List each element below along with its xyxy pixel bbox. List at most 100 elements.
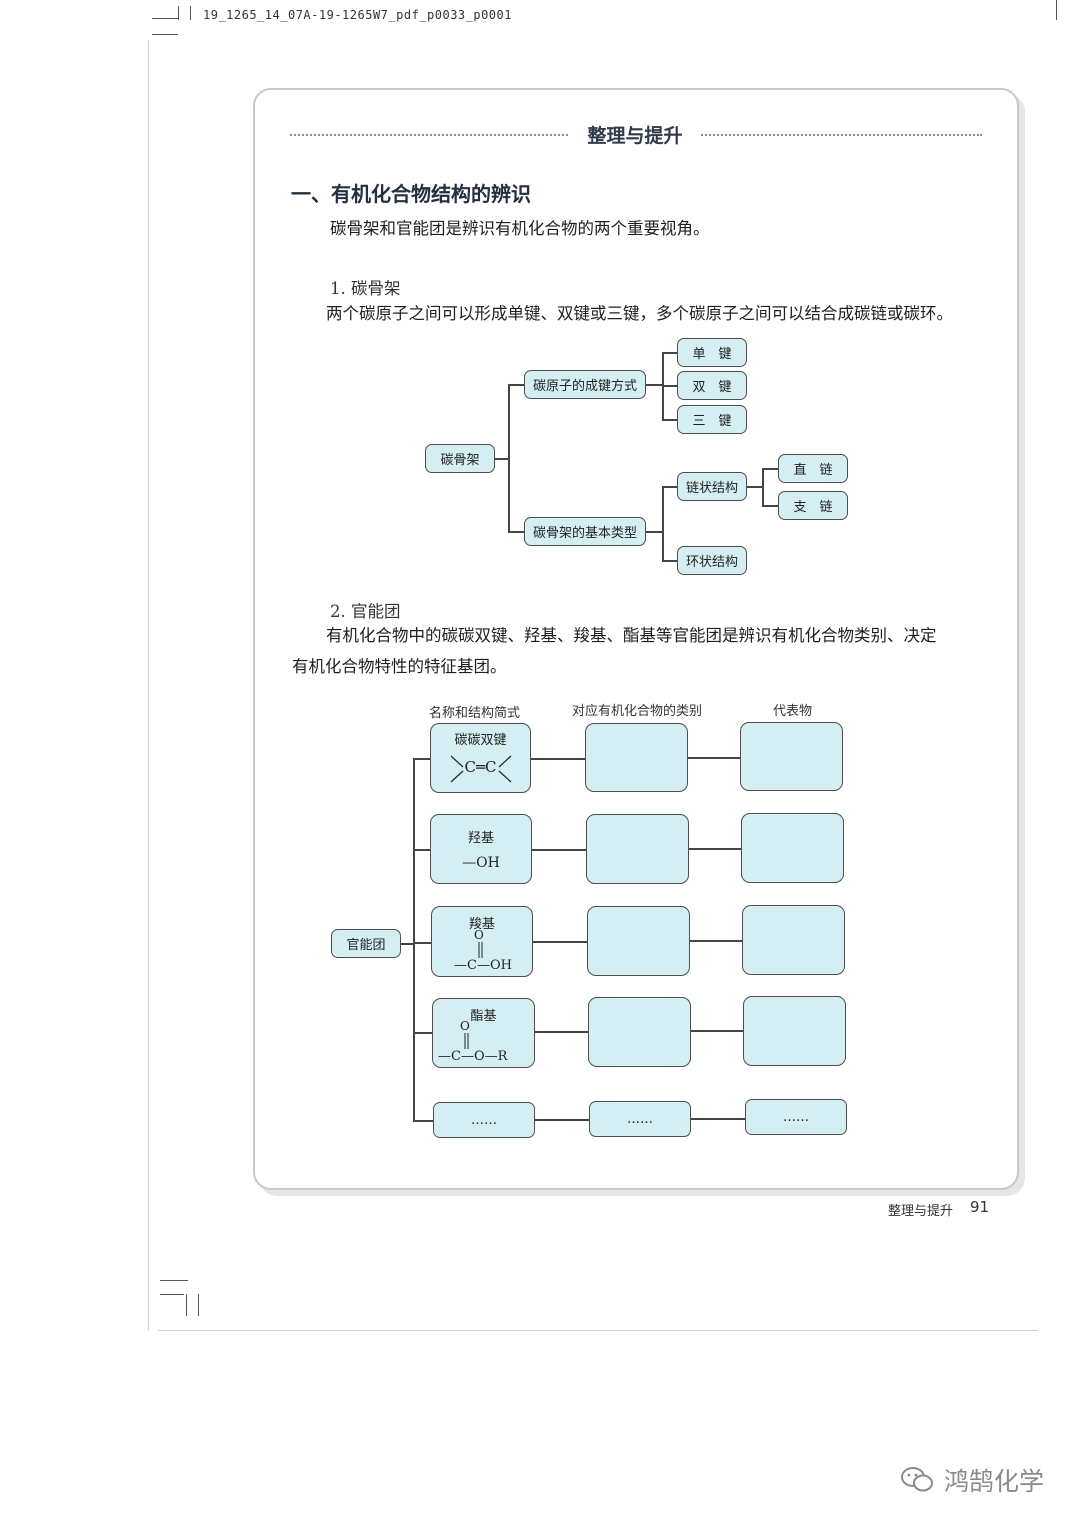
crop-mark: [1056, 0, 1057, 20]
crop-mark: [198, 1294, 199, 1316]
connector: [413, 1120, 433, 1122]
connector: [662, 419, 678, 421]
connector: [687, 757, 741, 759]
crop-mark: [152, 34, 178, 35]
subsection-text-functional-groups-line1: 有机化合物中的碳碳双键、羟基、羧基、酯基等官能团是辨识有机化合物类别、决定: [326, 626, 937, 645]
group-name-cc-double-bond: 碳碳双键: [454, 733, 507, 748]
group-name-carboxyl: 羧基: [468, 917, 495, 932]
connector: [691, 1118, 746, 1120]
connector: [535, 1119, 590, 1121]
connector: [508, 384, 525, 386]
connector: [762, 505, 778, 507]
watermark: 鸿鹄化学: [900, 1462, 1044, 1498]
node-double-bond: 双 键: [677, 371, 747, 400]
formula-hydroxyl: —OH: [462, 855, 500, 871]
cell-compound-class-2: [586, 814, 689, 884]
connector: [508, 531, 525, 533]
node-skeleton-types: 碳骨架的基本类型: [524, 517, 646, 546]
connector: [762, 468, 764, 506]
connector: [531, 758, 586, 760]
cell-representative-1: [740, 722, 843, 791]
page-edge-line: [148, 40, 149, 1330]
cell-compound-class-more: ……: [589, 1101, 691, 1137]
crop-mark: [190, 6, 191, 20]
cell-cc-double-bond: 碳碳双键 C═C: [430, 723, 531, 793]
connector: [662, 486, 678, 488]
node-triple-bond: 三 键: [677, 405, 747, 434]
connector: [413, 758, 430, 760]
group-name-hydroxyl: 羟基: [467, 831, 494, 846]
cell-compound-class-1: [585, 723, 688, 792]
connector: [646, 531, 662, 533]
cell-representative-more: ……: [745, 1099, 847, 1135]
formula-cc-double-bond: C═C: [464, 758, 497, 776]
connector: [690, 1030, 744, 1032]
ester-double-bond: [464, 1033, 469, 1049]
section-heading: 整理与提升: [570, 121, 700, 148]
connector: [662, 385, 678, 387]
cell-representative-3: [742, 905, 845, 975]
page-number: 91: [970, 1198, 990, 1216]
crop-mark: [178, 6, 179, 20]
connector: [508, 384, 510, 532]
node-carbon-skeleton: 碳骨架: [425, 444, 495, 473]
connector: [662, 560, 678, 562]
cc-double-bond-structure: [450, 755, 512, 783]
crop-mark: [160, 1280, 188, 1281]
connector: [532, 849, 587, 851]
connector: [534, 1031, 589, 1033]
connector: [646, 384, 662, 386]
node-branched-chain: 支 链: [778, 491, 848, 520]
connector: [413, 942, 431, 944]
crop-mark: [186, 1294, 187, 1316]
cell-ester: 酯基 O —C—O—R: [432, 998, 535, 1068]
node-bonding-modes: 碳原子的成键方式: [524, 370, 646, 399]
connector: [413, 758, 415, 1121]
crop-mark: [152, 18, 178, 19]
heading-dotted-rule-right: [698, 134, 982, 136]
wechat-icon: [901, 1467, 933, 1492]
subsection-text-carbon-skeleton: 两个碳原子之间可以形成单键、双键或三键，多个碳原子之间可以结合成碳链或碳环。: [326, 304, 953, 323]
cell-representative-2: [741, 813, 844, 883]
node-ring-structure: 环状结构: [677, 546, 747, 575]
cell-representative-4: [743, 996, 846, 1066]
carboxyl-double-bond: [478, 942, 483, 958]
subsection-title-carbon-skeleton: 1. 碳骨架: [330, 279, 401, 298]
carboxyl-oxygen: O: [474, 928, 484, 942]
connector: [413, 849, 430, 851]
ester-oxygen: O: [460, 1019, 470, 1033]
column-header-compound-class: 对应有机化合物的类别: [572, 704, 703, 719]
column-header-name-structure: 名称和结构简式: [429, 706, 521, 721]
subsection-text-functional-groups-line2: 有机化合物特性的特征基团。: [292, 657, 507, 676]
node-straight-chain: 直 链: [778, 454, 848, 483]
cell-compound-class-3: [587, 906, 690, 976]
heading-1: 一、有机化合物结构的辨识: [291, 182, 531, 206]
connector: [413, 1032, 432, 1034]
node-functional-group: 官能团: [331, 929, 401, 958]
formula-ester: —C—O—R: [438, 1049, 508, 1064]
footer-section-label: 整理与提升: [888, 1204, 954, 1219]
node-single-bond: 单 键: [677, 338, 747, 367]
cell-hydroxyl: 羟基 —OH: [430, 814, 532, 884]
crop-mark: [160, 1294, 184, 1295]
cell-carboxyl: 羧基 O —C—OH: [431, 906, 533, 977]
connector: [533, 941, 588, 943]
connector: [662, 352, 678, 354]
page-edge-line: [158, 1330, 1038, 1331]
subsection-title-functional-groups: 2. 官能团: [330, 602, 401, 621]
formula-carboxyl: —C—OH: [454, 958, 512, 973]
cell-compound-class-4: [588, 997, 691, 1067]
cell-more-groups: ……: [433, 1102, 535, 1138]
scan-header: 19_1265_14_07A-19-1265W7_pdf_p0033_p0001: [203, 8, 512, 22]
connector: [688, 848, 742, 850]
intro-text: 碳骨架和官能团是辨识有机化合物的两个重要视角。: [330, 219, 710, 238]
column-header-representative: 代表物: [773, 704, 813, 719]
heading-dotted-rule-left: [290, 134, 572, 136]
connector: [762, 468, 778, 470]
group-name-ester: 酯基: [470, 1009, 497, 1024]
connector: [746, 486, 762, 488]
connector: [662, 486, 664, 561]
node-chain-structure: 链状结构: [677, 472, 747, 501]
connector: [494, 458, 508, 460]
watermark-text: 鸿鹄化学: [944, 1467, 1045, 1496]
